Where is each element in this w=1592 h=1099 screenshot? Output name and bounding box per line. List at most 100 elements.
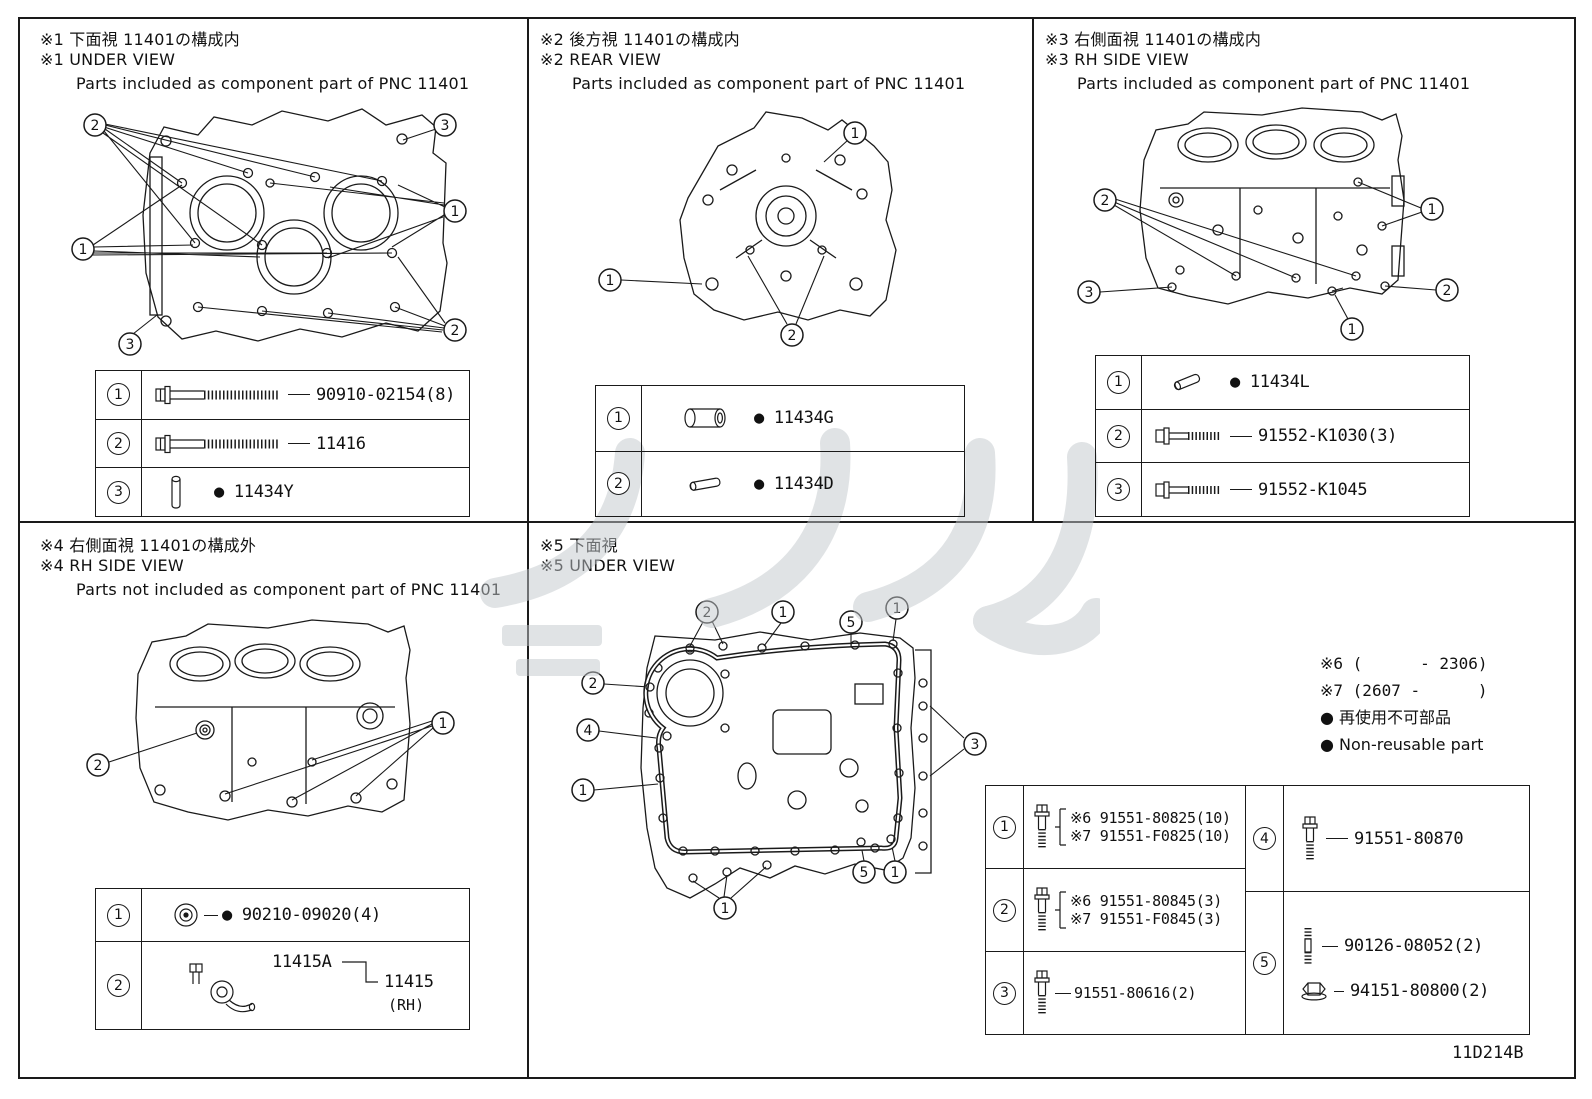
svg-text:2: 2 [91,118,100,134]
callout: 5 [852,860,876,884]
note-line: ※6 ( - 2306) [1320,654,1488,673]
callout: 1 [1334,294,1364,341]
long-bolt-icon [155,385,278,404]
callout: 2 [83,113,107,137]
part-number: ※6 91551-80825(10) [1070,809,1231,827]
pan-rail-outline [640,631,916,899]
panel1-title-en: ※1 UNDER VIEW [40,50,176,69]
part-number: 91552-K1045 [1258,479,1368,500]
leader-line [1230,489,1252,491]
item-number: 1 [607,406,630,430]
flange-bolt-icon [1034,887,1050,931]
panel4-parts-table: 1 ● 90210-09020(4) 2 [95,888,470,1030]
divider-vertical-right [1032,17,1034,523]
production-notes: ※6 ( - 2306) ※7 (2607 - ) ● 再使用不可部品 ● No… [1320,650,1488,758]
callout: 2 [695,600,719,624]
svg-text:3: 3 [1085,285,1094,301]
panel3-title-en: ※3 RH SIDE VIEW [1045,50,1189,69]
part-number: ※7 91551-F0825(10) [1070,827,1231,845]
part-number: ● 11434G [754,408,834,429]
svg-text:1: 1 [893,601,902,617]
flange-nut-icon [1301,982,1327,1001]
note-line: ● 再使用不可部品 [1320,708,1452,727]
callout: 1 [431,711,455,735]
table-row: 1 ● 11434L [1096,356,1469,409]
stud-bolt-icon [1304,928,1312,964]
panel4-engine-drawing: 2 1 [86,619,455,821]
panel2-engine-drawing: 1 1 2 [598,111,897,347]
part-number: ● 11434D [754,473,834,494]
outer-border [18,17,1576,1079]
callout: 3 [1077,280,1101,304]
svg-text:2: 2 [788,328,797,344]
drawing-code: 11D214B [1452,1043,1524,1063]
callout: 2 [581,671,605,695]
panel4-subtitle: Parts not included as component part of … [76,580,502,599]
svg-text:2: 2 [1101,193,1110,209]
table-row: 1 ● 11434G [596,386,964,451]
engine-rear-outline [679,111,897,321]
panel2-subtitle: Parts included as component part of PNC … [572,74,966,93]
item-number: 1 [107,383,130,407]
part-number: ※6 91551-80845(3) [1070,892,1222,910]
part-number: 94151-80800(2) [1350,981,1490,1001]
table-row: 4 91551-80870 [1246,786,1529,891]
panel3-parts-table: 1 ● 11434L 2 91552-K1030(3) 3 [1095,355,1470,517]
item-number: 1 [107,903,130,927]
svg-text:3: 3 [126,337,135,353]
brace [1055,808,1066,846]
svg-text:1: 1 [451,204,460,220]
item-number: 3 [107,480,130,504]
table-row: 5 90126-08052(2) [1246,891,1529,1034]
callout: 3 [118,332,142,356]
right-flange [915,649,932,874]
item-number: 1 [1107,370,1130,394]
divider-horizontal [18,521,1576,523]
callout: 1 [883,860,907,884]
svg-text:2: 2 [1443,283,1452,299]
note-line: ● Non-reusable part [1320,735,1484,754]
note-line: ※7 (2607 - ) [1320,681,1488,700]
svg-text:1: 1 [606,273,615,289]
panel1-engine-drawing: 2 3 1 1 2 3 [71,108,467,356]
part-number: ● 11434L [1230,372,1310,393]
leader-lines [108,720,434,801]
leader-lines [620,139,849,325]
leader-line [288,394,310,396]
svg-text:2: 2 [589,676,598,692]
engine-side-outline [1139,107,1405,305]
table-row: 1 ● 90210-09020(4) [96,889,469,941]
part-number: 90126-08052(2) [1344,936,1484,956]
panel5-title-en: ※5 UNDER VIEW [540,556,676,575]
engine-block-outline [142,108,448,342]
part-number: 91552-K1030(3) [1258,426,1398,446]
callout: 2 [1435,278,1459,302]
item-number: 5 [1253,951,1276,975]
item-number: 3 [993,981,1016,1005]
svg-text:1: 1 [721,901,730,917]
table-row: 3 91552-K1045 [1096,462,1469,517]
leader-line [288,443,310,444]
callout: 1 [571,778,595,802]
svg-text:1: 1 [1428,202,1437,218]
leader-lines [593,618,965,899]
part-number: 11415 [384,972,434,992]
panel3-title-jp: ※3 右側面視 11401の構成内 [1045,30,1262,49]
part-number: 11415A [272,952,332,972]
item-number: 2 [1107,424,1130,448]
svg-text:2: 2 [703,605,712,621]
item-number: 2 [107,432,130,455]
bracket-lines [342,961,378,983]
svg-text:1: 1 [779,605,788,621]
svg-text:1: 1 [891,865,900,881]
pin-icon [171,475,181,509]
callout: 1 [713,896,737,920]
flange-bolt-icon [1302,815,1318,860]
table-row: 2 ※6 91551-80845(3) ※7 91551-F0845(3) [986,868,1245,951]
flange-bolt-icon [1034,804,1050,848]
bolt-icon [1155,481,1220,499]
part-number: 90910-02154(8) [316,384,456,405]
gasket-bead [643,641,903,855]
callout: 1 [71,237,95,261]
panel3-engine-drawing: 2 3 1 2 1 [1077,107,1459,341]
